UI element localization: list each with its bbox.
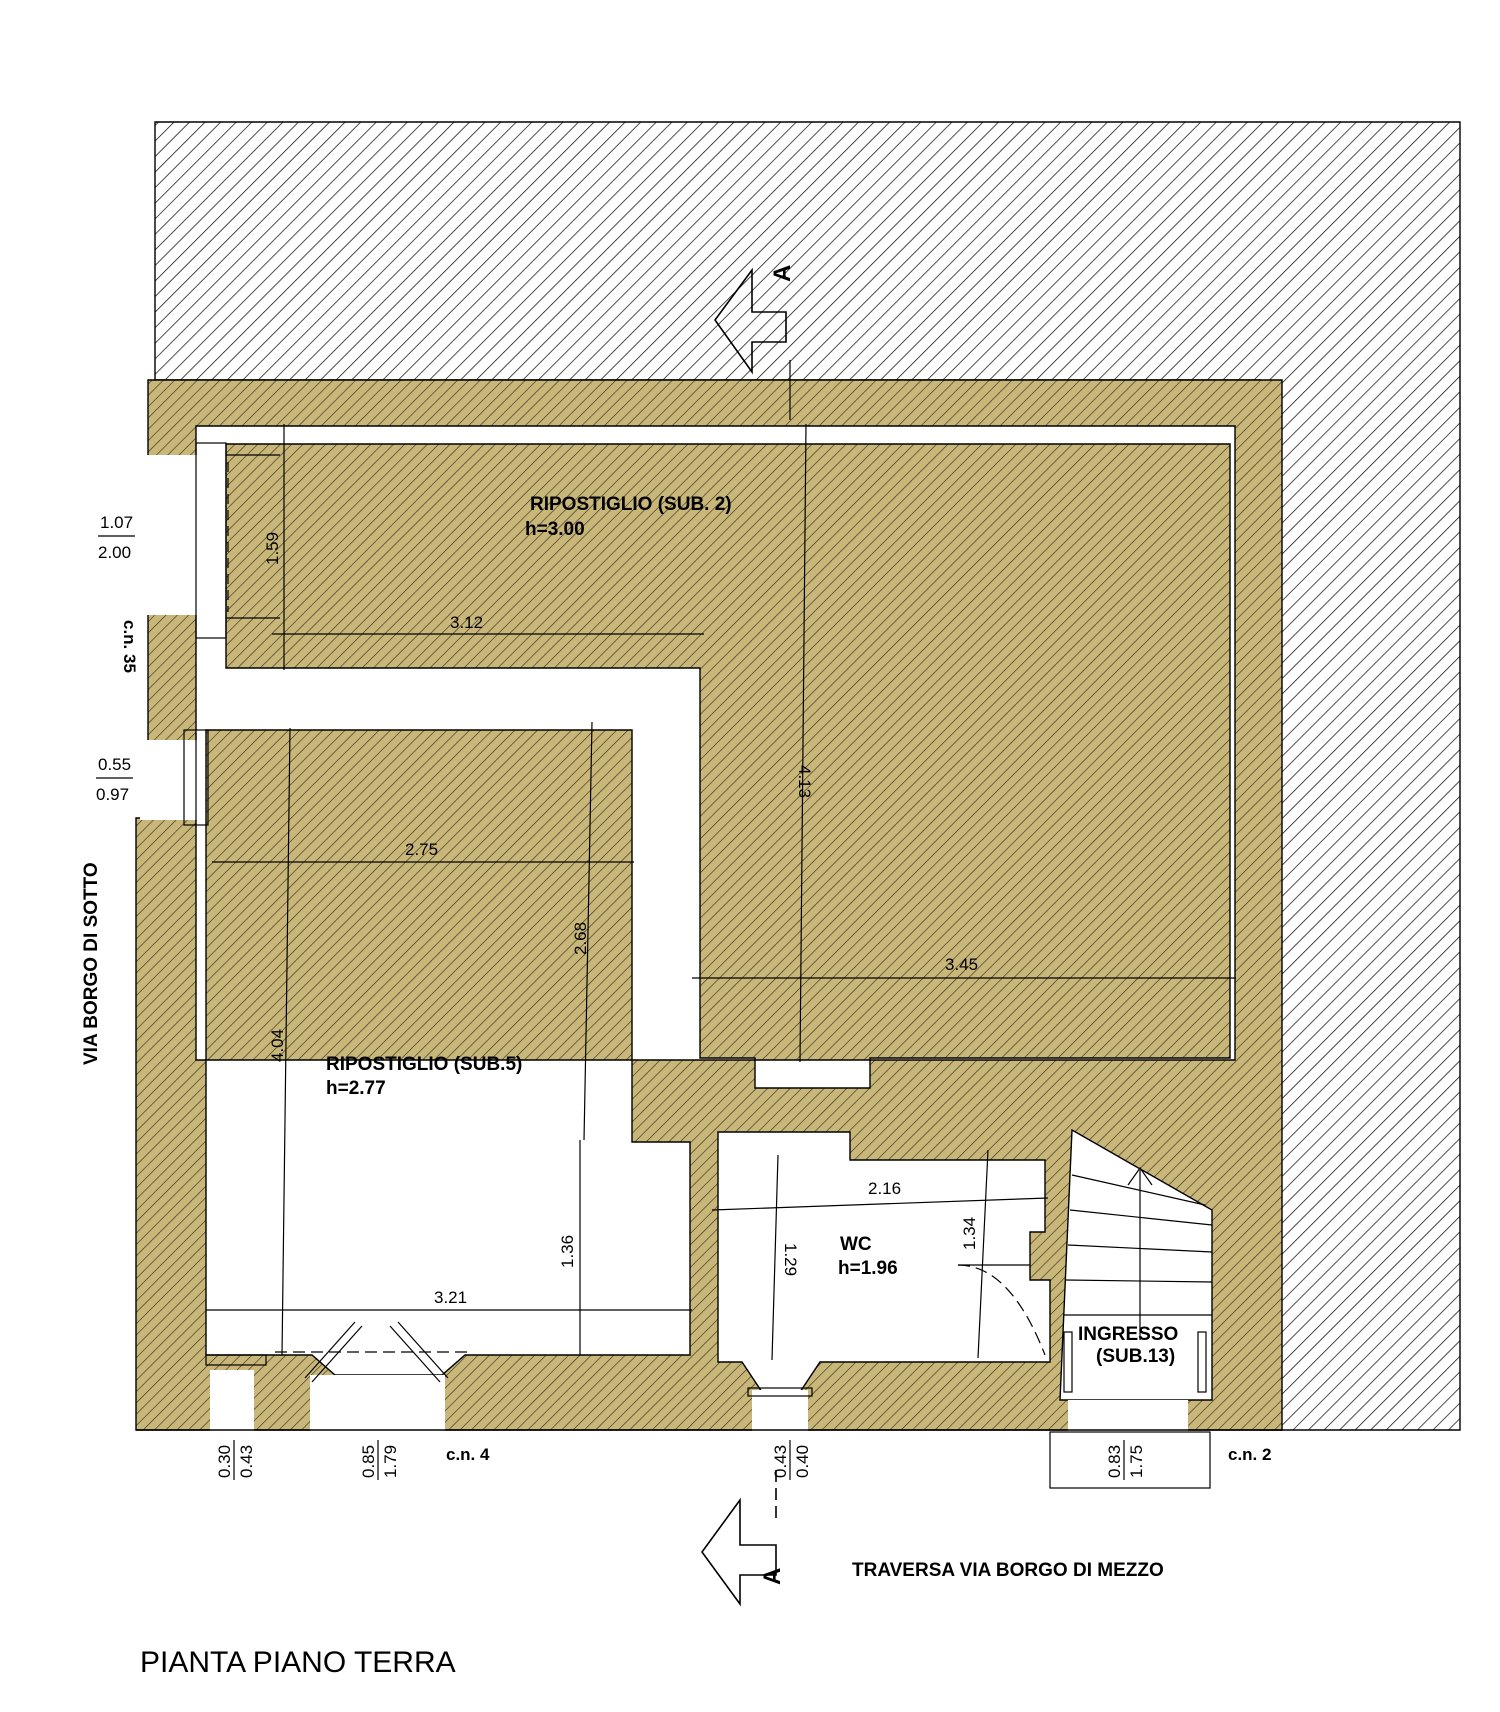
opening-w3: 0.30 0.43 (215, 1440, 256, 1480)
svg-text:0.30: 0.30 (215, 1445, 234, 1478)
dim-1-36: 1.36 (558, 1235, 577, 1268)
svg-text:0.83: 0.83 (1105, 1445, 1124, 1478)
dim-3-45: 3.45 (945, 955, 978, 974)
opening-w2: 0.55 0.97 (96, 755, 133, 804)
street-label-west: VIA BORGO DI SOTTO (81, 862, 102, 1065)
dim-4-13: 4.13 (795, 765, 814, 798)
civic-number-4: c.n. 4 (446, 1445, 490, 1464)
civic-number-2: c.n. 2 (1228, 1445, 1271, 1464)
street-label-south: TRAVERSA VIA BORGO DI MEZZO (852, 1560, 1164, 1581)
dim-2-16: 2.16 (868, 1179, 901, 1198)
svg-text:0.40: 0.40 (793, 1445, 812, 1478)
svg-text:0.43: 0.43 (237, 1445, 256, 1478)
window-details (183, 442, 1207, 1397)
svg-text:0.55: 0.55 (98, 755, 131, 774)
room-label-ingresso-sub: (SUB.13) (1096, 1346, 1175, 1367)
stair (1064, 1166, 1213, 1340)
opening-w4: 0.85 1.79 (359, 1440, 400, 1480)
walls (135, 379, 1283, 1431)
dim-3-21: 3.21 (434, 1288, 467, 1307)
dim-1-34: 1.34 (960, 1217, 979, 1250)
opening-w5: 0.43 0.40 (771, 1440, 812, 1480)
svg-text:0.85: 0.85 (359, 1445, 378, 1478)
svg-text:0.43: 0.43 (771, 1445, 790, 1478)
dim-2-68: 2.68 (571, 922, 590, 955)
dim-3-12: 3.12 (450, 613, 483, 632)
room-height-ripostiglio-2: h=3.00 (525, 519, 585, 540)
page-title: PIANTA PIANO TERRA (140, 1646, 456, 1679)
opening-w6: 0.83 1.75 (1049, 1431, 1211, 1489)
section-label-bottom: A (759, 1568, 786, 1585)
room-label-wc: WC (840, 1234, 872, 1255)
svg-text:1.07: 1.07 (100, 513, 133, 532)
section-marker-bottom (701, 1470, 777, 1607)
room-height-wc: h=1.96 (838, 1258, 898, 1279)
dim-2-75: 2.75 (405, 840, 438, 859)
wall-openings (136, 455, 1282, 1432)
dim-1-29: 1.29 (781, 1243, 800, 1276)
svg-text:1.79: 1.79 (381, 1445, 400, 1478)
section-marker-top (714, 267, 787, 375)
section-label-top: A (769, 265, 796, 282)
room-label-ripostiglio-2: RIPOSTIGLIO (SUB. 2) (530, 494, 732, 515)
dim-4-04: 4.04 (268, 1029, 287, 1062)
opening-w1: 1.07 2.00 (98, 513, 135, 562)
svg-text:1.75: 1.75 (1127, 1445, 1146, 1478)
room-height-ripostiglio-5: h=2.77 (326, 1078, 386, 1099)
svg-text:2.00: 2.00 (98, 543, 131, 562)
dim-1-59: 1.59 (263, 532, 282, 565)
room-label-ingresso: INGRESSO (1078, 1324, 1178, 1345)
room-label-ripostiglio-5: RIPOSTIGLIO (SUB.5) (326, 1054, 522, 1075)
dimension-lines (206, 360, 1236, 1361)
svg-text:0.97: 0.97 (96, 785, 129, 804)
civic-number-35: c.n. 35 (120, 620, 139, 673)
